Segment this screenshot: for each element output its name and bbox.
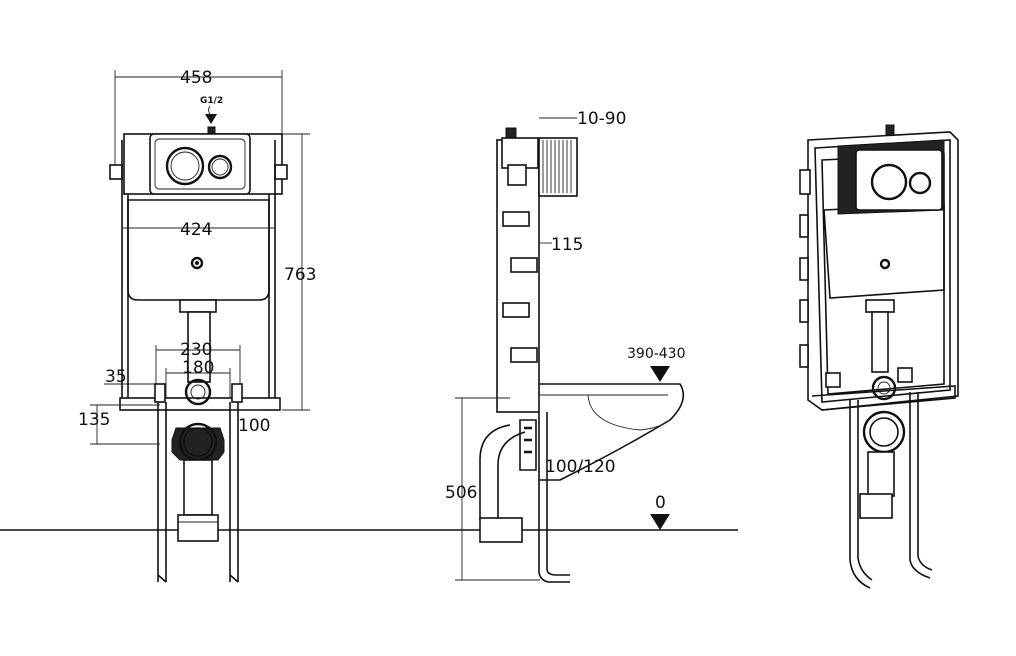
dim-width-total: 458 xyxy=(180,68,212,88)
dim-pipe-span: 230 xyxy=(180,340,212,360)
dim-bowl-height: 390-430 xyxy=(627,346,686,362)
dim-inner-width: 424 xyxy=(180,220,212,240)
dim-offset: 35 xyxy=(105,367,127,387)
flush-button-small xyxy=(207,154,233,180)
dim-plate-depth: 10-90 xyxy=(577,109,626,129)
isometric-view xyxy=(799,124,959,589)
dim-bracket-height: 135 xyxy=(78,410,110,430)
inlet-arrow-icon xyxy=(205,114,217,124)
dim-floor-level: 0 xyxy=(655,493,666,513)
dim-frame-depth: 115 xyxy=(551,235,583,255)
bowl-height-marker-icon xyxy=(650,366,670,382)
front-view: 458 G1/2 424 763 xyxy=(78,68,316,583)
flush-button-large xyxy=(165,146,205,186)
dim-outlet-height: 506 xyxy=(445,483,477,503)
dim-pipe-inner: 180 xyxy=(182,358,214,378)
dim-foot: 100 xyxy=(238,416,270,436)
dim-inlet: G1/2 xyxy=(200,96,223,106)
floor-level-marker-icon xyxy=(650,514,670,530)
side-view: 10-90 115 390-430 100/120 506 0 xyxy=(445,109,686,583)
dim-outlet: 100/120 xyxy=(545,457,616,477)
dim-height: 763 xyxy=(284,265,316,285)
